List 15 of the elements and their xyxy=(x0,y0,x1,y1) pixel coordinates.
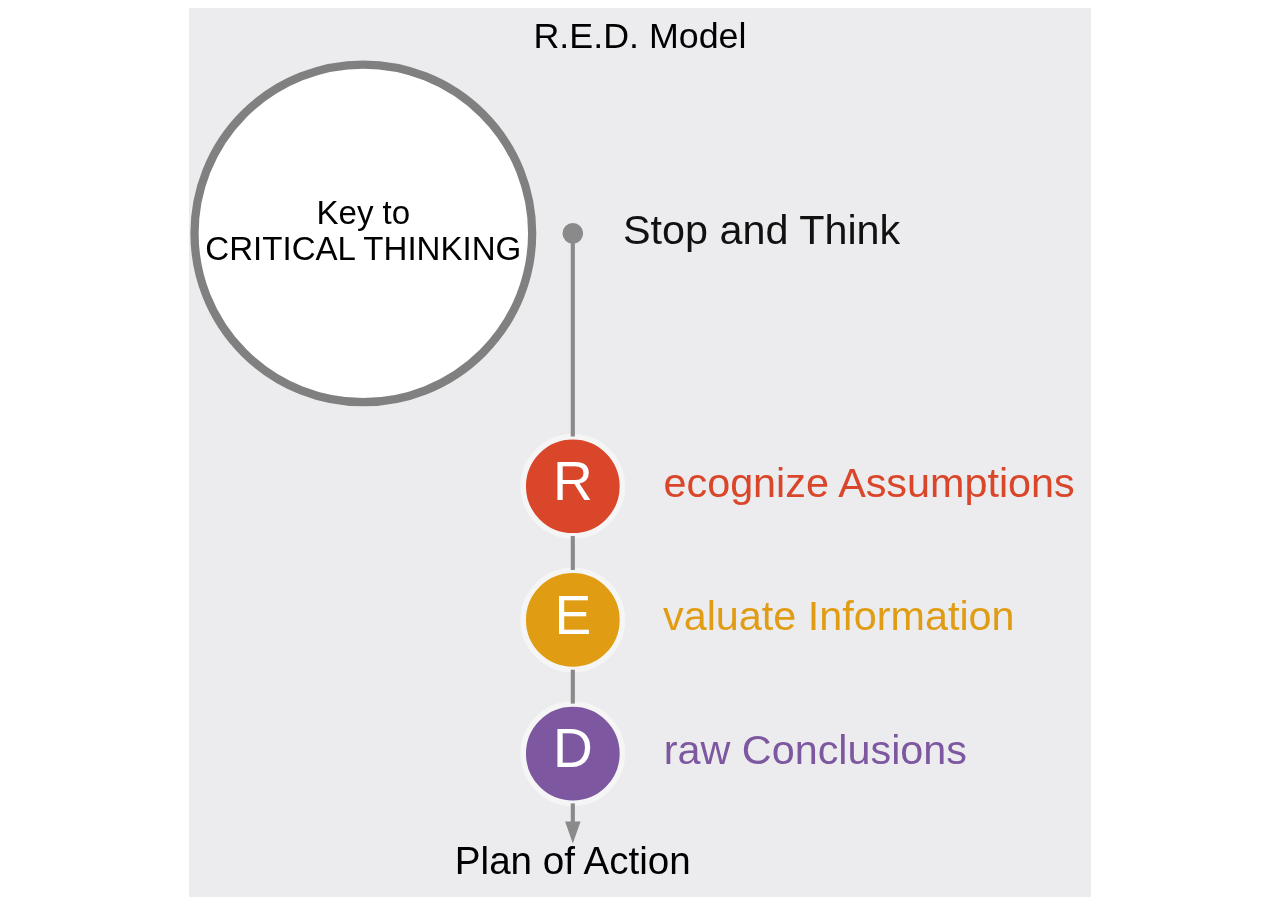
connector xyxy=(570,536,575,570)
node-circle: E xyxy=(520,567,626,673)
diagram-title: R.E.D. Model xyxy=(533,15,747,56)
node-label: raw Conclusions xyxy=(663,726,967,773)
connector xyxy=(570,669,575,704)
node-label: valuate Information xyxy=(663,593,1015,640)
arrow xyxy=(565,803,581,844)
node-circle xyxy=(562,223,584,244)
node-circle: R xyxy=(520,433,626,539)
node-circle: Key to CRITICAL THINKING xyxy=(190,60,537,407)
node-text: Plan of Action xyxy=(454,839,691,883)
node-circle: D xyxy=(520,701,626,806)
connector xyxy=(570,243,575,437)
node-label: ecognize Assumptions xyxy=(663,459,1075,506)
node-label: Stop and Think xyxy=(623,206,901,253)
